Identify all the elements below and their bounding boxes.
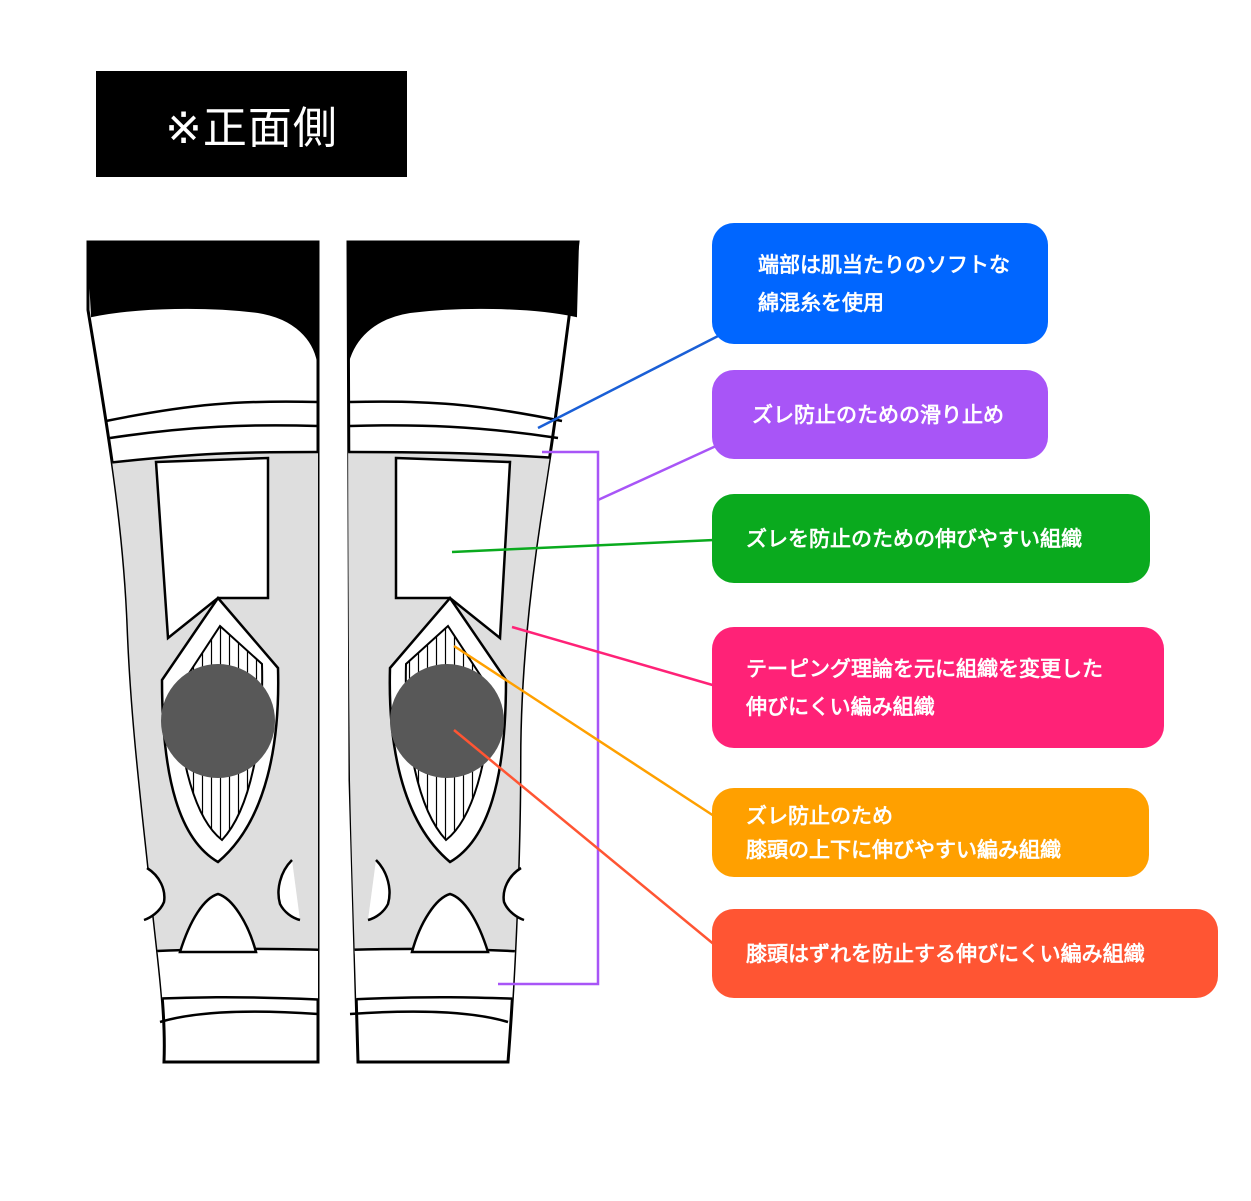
callout-text: ズレ防止のための滑り止め [752,401,1004,427]
callout-text: ズレを防止のための伸びやすい組織 [746,525,1082,551]
leader-line-red [453,729,717,947]
callout-text: 膝頭はずれを防止する伸びにくい編み組織 [746,940,1145,966]
right-kneecap [390,664,504,778]
callout-edge-cotton: 端部は肌当たりのソフトな 綿混糸を使用 [712,223,1048,344]
leader-line-purple [597,444,717,502]
right-upper-strip [394,456,512,641]
leader-line-pink [511,625,717,688]
leader-line-blue [537,332,723,430]
callout-text: 端部は肌当たりのソフトな [758,251,1010,277]
leader-line-green [451,538,715,554]
right-leg [346,240,580,1064]
right-top-band [347,241,580,363]
callout-kneecap-firm: 膝頭はずれを防止する伸びにくい編み組織 [712,909,1218,998]
callout-taping-theory: テーピング理論を元に組織を変更した 伸びにくい編み組織 [712,627,1164,748]
callout-kneecap-upper-lower: ズレ防止のため 膝頭の上下に伸びやすい編み組織 [712,788,1149,877]
left-top-band [86,241,319,363]
left-leg [86,240,320,1064]
left-kneecap [161,664,275,778]
page-title: ※正面側 [96,71,407,177]
leader-line-orange [453,644,715,818]
callout-anti-slip: ズレ防止のための滑り止め [712,370,1048,459]
leader-lines [451,332,723,986]
callout-text: 綿混糸を使用 [758,289,884,315]
bracket-purple [498,450,600,986]
callout-text: 伸びにくい編み組織 [746,693,935,719]
callout-text: テーピング理論を元に組織を変更した [746,655,1103,681]
callout-text: 膝頭の上下に伸びやすい編み組織 [746,836,1061,862]
callout-stretch-weave: ズレを防止のための伸びやすい組織 [712,494,1150,583]
callout-text: ズレ防止のため [746,802,893,828]
left-upper-strip [154,456,270,641]
